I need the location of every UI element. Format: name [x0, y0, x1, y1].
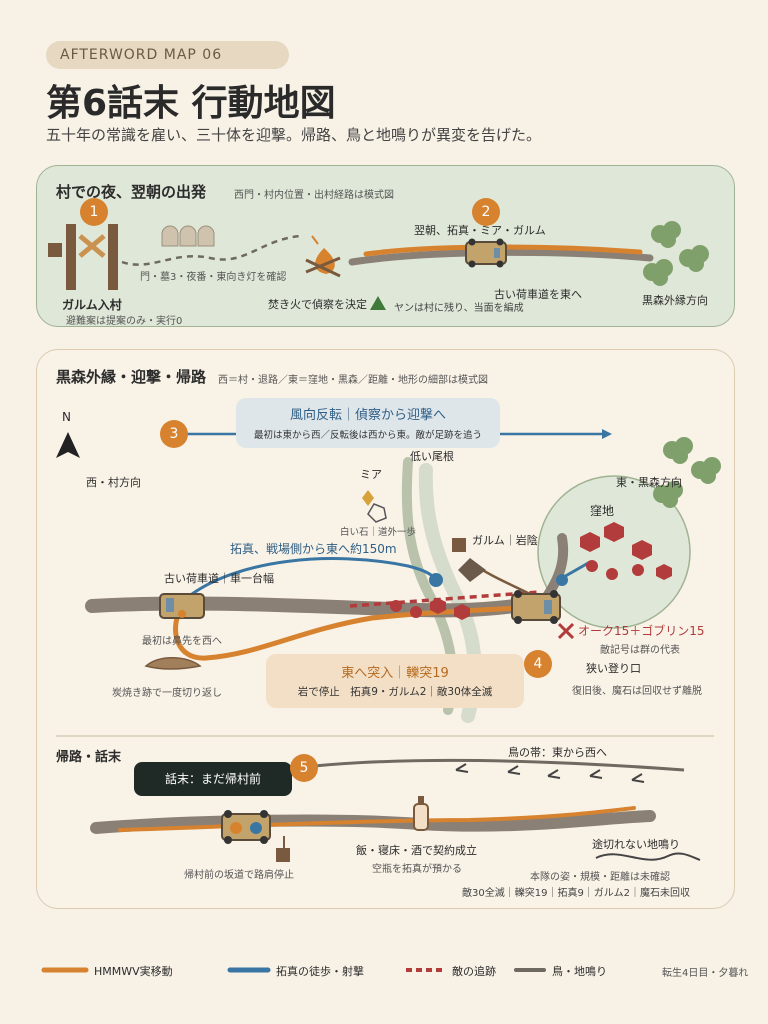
birds-label: 鳥の帯：東から西へ: [508, 746, 607, 759]
hollow-area: [537, 475, 691, 629]
forest-label-1: 黒森外縁方向: [642, 294, 708, 307]
enemy-markers-road: [390, 598, 470, 620]
hmmwv-icon-3: [511, 590, 561, 624]
walk-label: 拓真、戦場側から東へ約150m: [230, 542, 397, 556]
road-label: 古い荷車道を東へ: [494, 288, 582, 301]
old-road-label: 古い荷車道｜車一台幅: [164, 572, 274, 585]
stop-label: 帰村前の坂道で路肩停止: [184, 870, 294, 881]
bird-band: [313, 758, 685, 772]
gate-sub: 避難案は提案のみ・実行0: [66, 316, 183, 327]
map-tag: AFTERWORD MAP 06: [46, 41, 289, 69]
white-stone-label: 白い石｜道外一歩: [340, 527, 417, 538]
yan-label: ヤンは村に残り、当面を編成: [394, 303, 524, 314]
wind-box: [236, 398, 500, 448]
garm-label: ガルム｜岩陰: [472, 534, 538, 547]
hmmwv-icon-1: [465, 238, 507, 268]
confirm-label: 門・墓3・夜番・東向き灯を確認: [140, 272, 287, 283]
night-route: [121, 234, 301, 266]
west-label: 西・村方向: [86, 476, 141, 489]
unconfirmed-label: 本隊の姿・規模・距離は未確認: [530, 872, 670, 883]
bottle-icon: [413, 796, 429, 831]
charge-title: 東へ突入｜轢突19: [341, 666, 449, 681]
step-badge-5: 5: [290, 754, 318, 782]
step-badge-1: 1: [80, 198, 108, 226]
wind-title: 風向反転｜偵察から迎撃へ: [289, 408, 446, 423]
step-badge-2: 2: [472, 198, 500, 226]
walk-route: [191, 557, 438, 596]
meal-label: 飯・寝床・酒で契約成立: [356, 844, 477, 857]
rock-icon: [458, 558, 486, 582]
forest-icon-2: [653, 437, 721, 508]
mia-marker: [362, 490, 374, 506]
legend-walk: 拓真の徒歩・射撃: [276, 965, 364, 978]
rumble-label: 途切れない地鳴り: [592, 838, 680, 851]
bird-icons: [455, 763, 645, 783]
legend-birds: 鳥・地鳴り: [552, 965, 607, 978]
enemy-label: オーク15＋ゴブリン15: [578, 624, 705, 638]
gate-icon: [48, 224, 118, 290]
panel1-note: 西門・村内位置・出村経路は模式図: [234, 190, 394, 201]
charcoal-mound: [144, 657, 202, 670]
nose-west-label: 最初は鼻先を西へ: [142, 636, 222, 647]
page-title: 第6話末 行動地図: [46, 83, 336, 124]
legend-day: 転生4日目・夕暮れ: [662, 968, 749, 979]
panel2-note: 西＝村・退路／東＝窪地・黒森／距離・地形の細部は模式図: [218, 375, 488, 386]
rumble-wave: [595, 852, 701, 861]
enemy-markers-hollow: [580, 522, 672, 580]
charcoal-label: 炭焼き跡で一度切り返し: [112, 688, 222, 699]
return-title: 帰路・話末: [56, 750, 122, 765]
white-stone-icon: [367, 503, 387, 523]
step-badge-4: 4: [524, 650, 552, 678]
charge-box: [266, 654, 524, 708]
meal-sub: 空瓶を拓真が預かる: [372, 864, 462, 875]
north-arrow: [56, 432, 80, 458]
mia-label: ミア: [360, 468, 382, 481]
north-label: N: [62, 410, 71, 424]
east-label: 東・黒森方向: [616, 476, 682, 489]
wind-sub: 最初は東から西／反転後は西から東。敵が足跡を追う: [253, 430, 482, 441]
legend-hmmwv: HMMWV実移動: [94, 965, 173, 978]
story-end-label: 話末：まだ帰村前: [164, 772, 261, 786]
panel2-title: 黒森外縁・迎撃・帰路: [56, 368, 207, 386]
hollow-label: 窪地: [590, 504, 615, 518]
enemy-chase: [349, 590, 541, 608]
forest-icon-1: [643, 221, 709, 286]
charge-sub: 岩で停止 拓真9・ガルム2｜敵30体全滅: [297, 686, 493, 698]
morning-label: 翌朝、拓真・ミア・ガルム: [414, 224, 546, 237]
campfire-icon: [305, 235, 341, 278]
gate-label: ガルム入村: [62, 298, 122, 312]
recover-label: 復旧後、魔石は回収せず離脱: [572, 686, 702, 697]
enemy-defeated-icon: [557, 622, 575, 640]
ridge-label: 低い尾根: [410, 450, 454, 463]
climb-label: 狭い登り口: [586, 662, 641, 675]
page-subtitle: 五十年の常識を雇い、三十体を迎撃。帰路、鳥と地鳴りが異変を告げた。: [46, 126, 542, 144]
fire-label: 焚き火で偵察を決定: [268, 298, 367, 311]
graves-icon: [161, 225, 215, 247]
hmmwv-icon-4: [221, 810, 271, 844]
yan-marker: [370, 296, 386, 310]
hmmwv-icon-2: [159, 593, 205, 619]
story-end-box: [134, 762, 292, 796]
step-badge-3: 3: [160, 420, 188, 448]
panel1-title: 村での夜、翌朝の出発: [56, 183, 207, 201]
enemy-sub: 敵記号は群の代表: [600, 645, 680, 656]
return-route: [118, 806, 636, 832]
stats-label: 敵30全滅｜轢突19｜拓真9｜ガルム2｜魔石未回収: [462, 888, 690, 899]
legend-chase: 敵の追跡: [452, 965, 496, 978]
village-panel: [36, 165, 735, 327]
